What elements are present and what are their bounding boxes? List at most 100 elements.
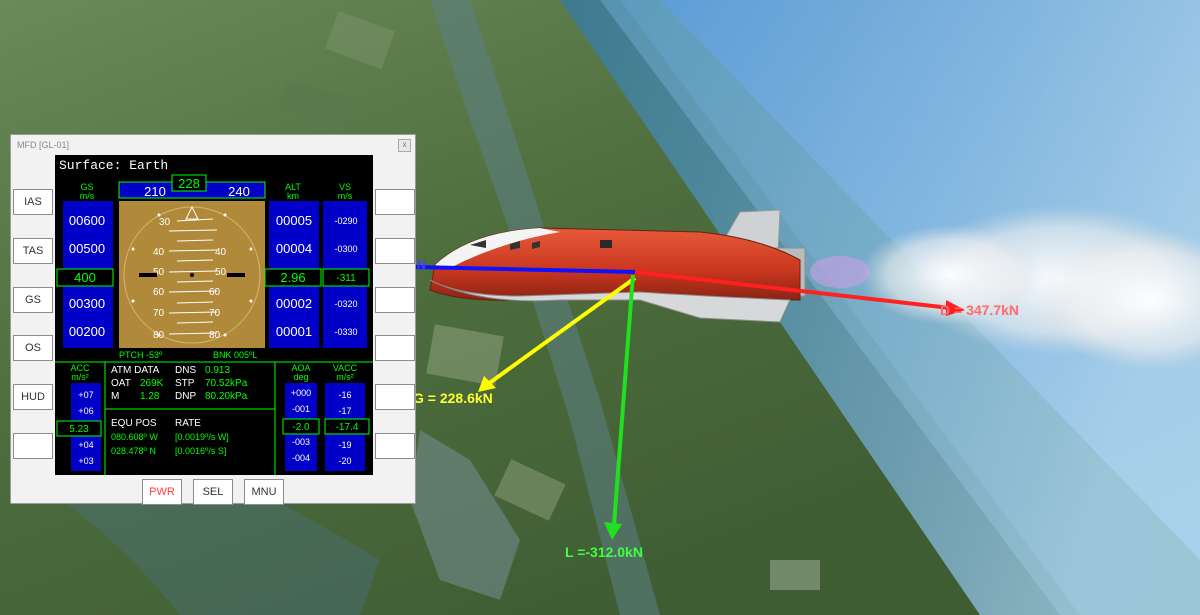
acc-tape-unit: m/s² <box>71 372 89 382</box>
alt-tape-unit: km <box>287 191 299 201</box>
right-button-1[interactable] <box>375 189 415 215</box>
heading-readout: 228 <box>178 176 200 191</box>
dns-label: DNS <box>175 365 196 376</box>
vacc-tape-value: -19 <box>338 440 351 450</box>
aoa-readout: -2.0 <box>292 422 310 433</box>
alt-tape: ALT km 00005 00004 00002 00001 2.96 <box>264 182 322 348</box>
vacc-tape-label: VACC <box>333 363 358 373</box>
pitch-readout: PTCH -53º <box>119 350 163 360</box>
mfd-mode-title: Surface: Earth <box>59 158 168 173</box>
acc-tape: ACC m/s² +07 +06 +04 +03 5.23 <box>56 363 102 471</box>
os-button[interactable]: OS <box>13 335 53 361</box>
equ-pos: EQU POS RATE 080.608º W [0.0019º/s W] 02… <box>111 418 229 456</box>
mach-value: 1.28 <box>140 391 160 402</box>
acc-tape-value: +06 <box>78 406 93 416</box>
sel-button[interactable]: SEL <box>193 479 233 505</box>
drag-force-label: D = 347.7kN <box>940 302 1019 318</box>
gs-readout: 400 <box>74 270 96 285</box>
right-button-6[interactable] <box>375 433 415 459</box>
gs-tape-unit: m/s <box>80 191 95 201</box>
gs-tape: GS m/s 00600 00500 00300 00200 400 <box>56 182 114 348</box>
gs-button[interactable]: GS <box>13 287 53 313</box>
longitude-value: 080.608º W <box>111 432 158 442</box>
mfd-titlebar[interactable]: MFD [GL-01] <box>17 140 70 150</box>
alt-tape-value: 00002 <box>276 296 312 311</box>
pitch-label: 50 <box>215 267 227 278</box>
oat-label: OAT <box>111 378 131 389</box>
alt-tape-value: 00001 <box>276 324 312 339</box>
aoa-tape-unit: deg <box>293 372 308 382</box>
acc-tape-value: +03 <box>78 456 93 466</box>
alt-tape-value: 00005 <box>276 213 312 228</box>
aoa-tape-value: -001 <box>292 404 310 414</box>
latitude-rate: [0.0016º/s S] <box>175 446 226 456</box>
vacc-tape: VACC m/s² -16 -17 -19 -20 -17.4 <box>324 363 370 471</box>
right-button-5[interactable] <box>375 384 415 410</box>
aoa-tape-label: AOA <box>291 363 310 373</box>
pitch-label: 40 <box>153 247 165 258</box>
alt-tape-value: 00004 <box>276 241 312 256</box>
vs-tape-value: -0300 <box>334 244 357 254</box>
pitch-label: 60 <box>209 287 221 298</box>
aoa-tape: AOA deg +000 -001 -003 -004 -2.0 <box>282 363 320 471</box>
pwr-button[interactable]: PWR <box>142 479 182 505</box>
heading-tape: 210 240 228 <box>118 174 266 199</box>
heading-left: 210 <box>144 184 166 199</box>
vs-tape: VS m/s -0290 -0300 -0320 -0330 -311 <box>322 182 370 348</box>
lift-force-label: L =-312.0kN <box>565 544 643 560</box>
right-button-4[interactable] <box>375 335 415 361</box>
stp-value: 70.52kPa <box>205 378 248 389</box>
pitch-label: 60 <box>153 287 165 298</box>
gs-tape-value: 00300 <box>69 296 105 311</box>
vacc-tape-value: -20 <box>338 456 351 466</box>
gs-tape-value: 00200 <box>69 324 105 339</box>
attitude-indicator: 30 40 40 50 50 60 60 70 70 80 80 <box>119 201 265 348</box>
pitch-label: 40 <box>215 247 227 258</box>
right-button-2[interactable] <box>375 238 415 264</box>
vacc-tape-value: -16 <box>338 390 351 400</box>
close-icon[interactable]: x <box>398 139 411 152</box>
acc-tape-value: +04 <box>78 440 93 450</box>
mfd-window[interactable]: MFD [GL-01] x IAS TAS GS OS HUD PWR SEL … <box>10 134 416 505</box>
pitch-label: 70 <box>153 308 165 319</box>
ias-button[interactable]: IAS <box>13 189 53 215</box>
aoa-tape-value: +000 <box>291 388 311 398</box>
hud-button[interactable]: HUD <box>13 384 53 410</box>
longitude-rate: [0.0019º/s W] <box>175 432 229 442</box>
dnp-value: 80.20kPa <box>205 391 248 402</box>
gs-tape-value: 00600 <box>69 213 105 228</box>
mnu-button[interactable]: MNU <box>244 479 284 505</box>
axis-marker-label: N <box>417 258 426 272</box>
mfd-display: Surface: Earth 210 240 228 GS m/s 00600 … <box>55 155 373 475</box>
tas-button[interactable]: TAS <box>13 238 53 264</box>
vacc-tape-unit: m/s² <box>336 372 354 382</box>
vs-tape-label: VS <box>339 182 351 192</box>
gravity-force-label: G = 228.6kN <box>413 390 493 406</box>
mach-label: M <box>111 391 119 402</box>
pitch-label: 50 <box>153 267 165 278</box>
atm-data: ATM DATA DNS 0.913 OAT 269K STP 70.52kPa… <box>111 365 248 402</box>
oat-value: 269K <box>140 378 164 389</box>
rate-header: RATE <box>175 418 201 429</box>
right-button-3[interactable] <box>375 287 415 313</box>
gs-tape-label: GS <box>80 182 93 192</box>
stp-label: STP <box>175 378 195 389</box>
pitch-label: 70 <box>209 308 221 319</box>
aoa-tape-value: -004 <box>292 453 310 463</box>
pitch-label: 30 <box>159 217 171 228</box>
vs-tape-value: -0330 <box>334 327 357 337</box>
alt-readout: 2.96 <box>280 270 305 285</box>
atm-header: ATM DATA <box>111 365 160 376</box>
pitch-label: 80 <box>209 330 221 341</box>
left-button-6[interactable] <box>13 433 53 459</box>
heading-right: 240 <box>228 184 250 199</box>
vacc-tape-value: -17 <box>338 406 351 416</box>
dns-value: 0.913 <box>205 365 230 376</box>
vs-readout: -311 <box>336 273 356 284</box>
alt-tape-label: ALT <box>285 182 301 192</box>
bank-readout: BNK 005ºL <box>213 350 257 360</box>
vs-tape-value: -0320 <box>334 299 357 309</box>
gs-tape-value: 00500 <box>69 241 105 256</box>
acc-readout: 5.23 <box>69 424 89 435</box>
